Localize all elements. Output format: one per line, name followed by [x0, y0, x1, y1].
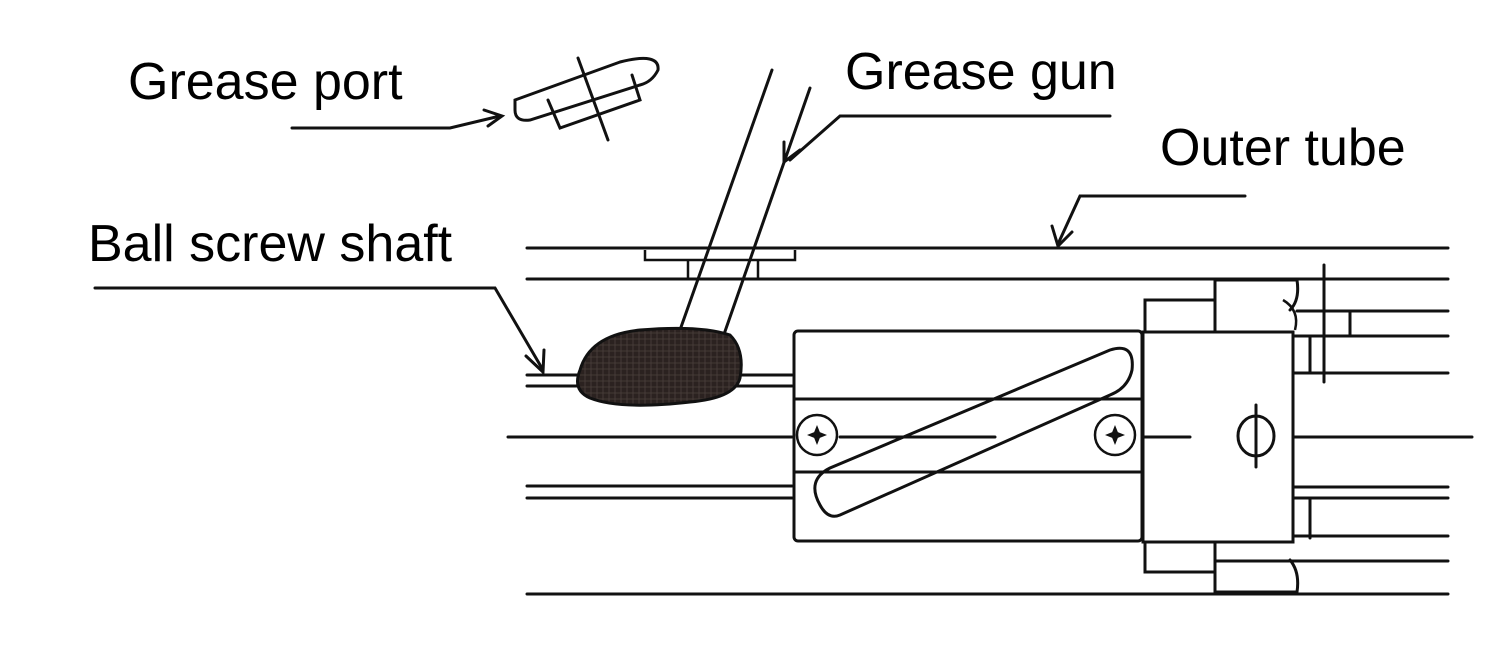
ball-nut: [792, 329, 1144, 543]
ball-screw-leader: [93, 286, 546, 376]
rod-end-block: [1141, 263, 1474, 594]
outer-tube: [525, 246, 1450, 281]
phi-icon: [1236, 403, 1276, 469]
screw-icon-left: [795, 413, 839, 457]
grease-port-icon: [290, 56, 660, 142]
outer-tube-leader: [1050, 194, 1247, 249]
screw-icon-right: [1093, 413, 1137, 457]
label-outer-tube: Outer tube: [1160, 119, 1406, 177]
grease-blob: [576, 326, 743, 407]
label-grease-gun: Grease gun: [845, 43, 1117, 101]
grease-gun-icon: [678, 68, 1112, 342]
label-grease-port: Grease port: [128, 53, 403, 111]
label-ball-screw-shaft: Ball screw shaft: [88, 215, 453, 273]
